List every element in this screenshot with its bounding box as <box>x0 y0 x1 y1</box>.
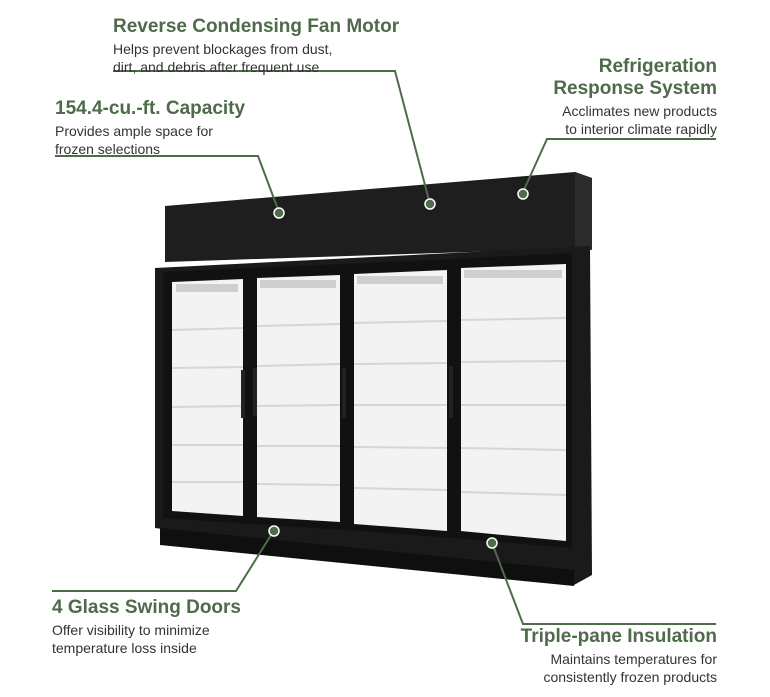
callout-glass-doors: 4 Glass Swing Doors Offer visibility to … <box>52 597 241 657</box>
callout-description: Acclimates new products to interior clim… <box>553 102 717 138</box>
callout-title: 154.4-cu.-ft. Capacity <box>55 98 246 119</box>
callout-title: Refrigeration Response System <box>553 56 717 100</box>
freezer-canopy <box>165 172 592 262</box>
callout-title: 4 Glass Swing Doors <box>52 597 241 618</box>
freezer-base <box>160 528 574 586</box>
glass-door-1[interactable] <box>163 268 249 524</box>
callout-title-line: Refrigeration <box>598 56 717 77</box>
callout-title: Reverse Condensing Fan Motor <box>113 16 400 37</box>
callout-leader-lines <box>52 70 716 625</box>
glass-door-4[interactable] <box>453 253 572 548</box>
callout-markers <box>268 188 529 549</box>
callout-title-line: Response System <box>553 78 717 99</box>
callout-description-line: Helps prevent blockages from dust, <box>113 41 333 57</box>
callout-triple-pane: Triple-pane Insulation Maintains tempera… <box>521 626 717 686</box>
callout-title: Triple-pane Insulation <box>520 626 717 647</box>
callout-description-line: Acclimates new products <box>562 103 717 119</box>
callout-description-line: Provides ample space for <box>55 123 213 139</box>
callout-description-line: Maintains temperatures for <box>550 651 717 667</box>
door-handles[interactable] <box>241 366 453 418</box>
callout-description: Maintains temperatures for consistently … <box>521 650 717 686</box>
callout-description-line: temperature loss inside <box>52 640 197 656</box>
freezer-shelves <box>171 317 567 496</box>
callout-refrigeration-response: Refrigeration Response System Acclimates… <box>553 56 717 138</box>
callout-description: Helps prevent blockages from dust, dirt,… <box>113 40 399 76</box>
callout-description: Provides ample space for frozen selectio… <box>55 122 245 158</box>
callout-description-line: to interior climate rapidly <box>565 121 717 137</box>
callout-description-line: Offer visibility to minimize <box>52 622 210 638</box>
callout-description-line: dirt, and debris after frequent use <box>113 59 320 75</box>
glass-door-3[interactable] <box>346 259 453 538</box>
callout-description: Offer visibility to minimize temperature… <box>52 621 241 657</box>
callout-description-line: consistently frozen products <box>543 669 717 685</box>
callout-capacity: 154.4-cu.-ft. Capacity Provides ample sp… <box>55 98 245 158</box>
glass-door-2[interactable] <box>249 264 346 530</box>
callout-description-line: frozen selections <box>55 141 161 157</box>
callout-fan-motor: Reverse Condensing Fan Motor Helps preve… <box>113 16 399 76</box>
